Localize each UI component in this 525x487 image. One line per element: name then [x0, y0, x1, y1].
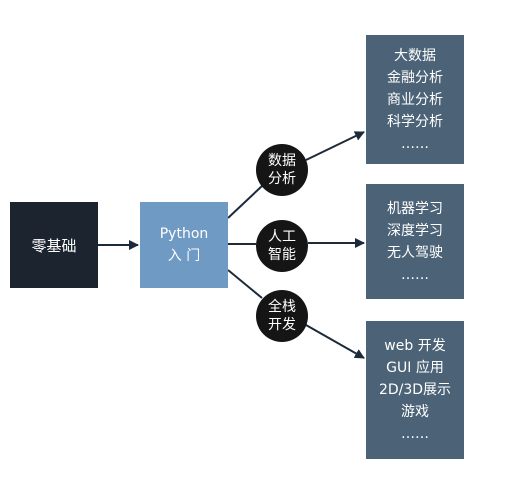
circle-full-stack: 全栈 开发 — [256, 290, 308, 342]
output-box-artificial-intelligence: 机器学习 深度学习 无人驾驶 …… — [366, 184, 464, 299]
circle-data-line1: 数据 — [268, 153, 296, 169]
python-intro-node: Python 入 门 — [140, 202, 228, 288]
output-box-data-analysis: 大数据 金融分析 商业分析 科学分析 …… — [366, 35, 464, 164]
list-item: 大数据 — [394, 47, 436, 64]
arrow-data-circle-to-box — [305, 131, 365, 161]
list-item: 游戏 — [401, 404, 429, 420]
list-item: 深度学习 — [387, 222, 443, 239]
list-item: …… — [401, 426, 429, 442]
circle-full-line2: 开发 — [268, 317, 296, 333]
start-node-zero-basis: 零基础 — [10, 202, 98, 288]
list-item: GUI 应用 — [386, 360, 444, 376]
circle-artificial-intelligence: 人工 智能 — [256, 220, 308, 272]
line-python-to-full-circle — [227, 269, 263, 299]
list-item: 无人驾驶 — [387, 244, 443, 261]
list-item: …… — [401, 135, 429, 152]
circle-full-line1: 全栈 — [268, 299, 296, 315]
list-item: 金融分析 — [387, 69, 443, 86]
circle-ai-line1: 人工 — [268, 229, 296, 245]
list-item: 商业分析 — [387, 91, 443, 108]
list-item: 科学分析 — [387, 113, 443, 130]
arrow-full-circle-to-box — [305, 324, 365, 359]
list-item: 2D/3D展示 — [378, 382, 452, 398]
circle-data-line2: 分析 — [268, 171, 296, 187]
list-item: web 开发 — [384, 338, 446, 354]
output-box-full-stack: web 开发 GUI 应用 2D/3D展示 游戏 …… — [366, 321, 464, 459]
list-item: 机器学习 — [387, 200, 443, 217]
circle-ai-line2: 智能 — [268, 247, 296, 263]
python-node-line1: Python — [159, 226, 209, 242]
start-node-label: 零基础 — [31, 236, 77, 255]
line-python-to-data-circle — [227, 185, 263, 219]
python-node-line2: 入 门 — [167, 248, 201, 264]
circle-data-analysis: 数据 分析 — [256, 144, 308, 196]
list-item: …… — [401, 266, 429, 283]
